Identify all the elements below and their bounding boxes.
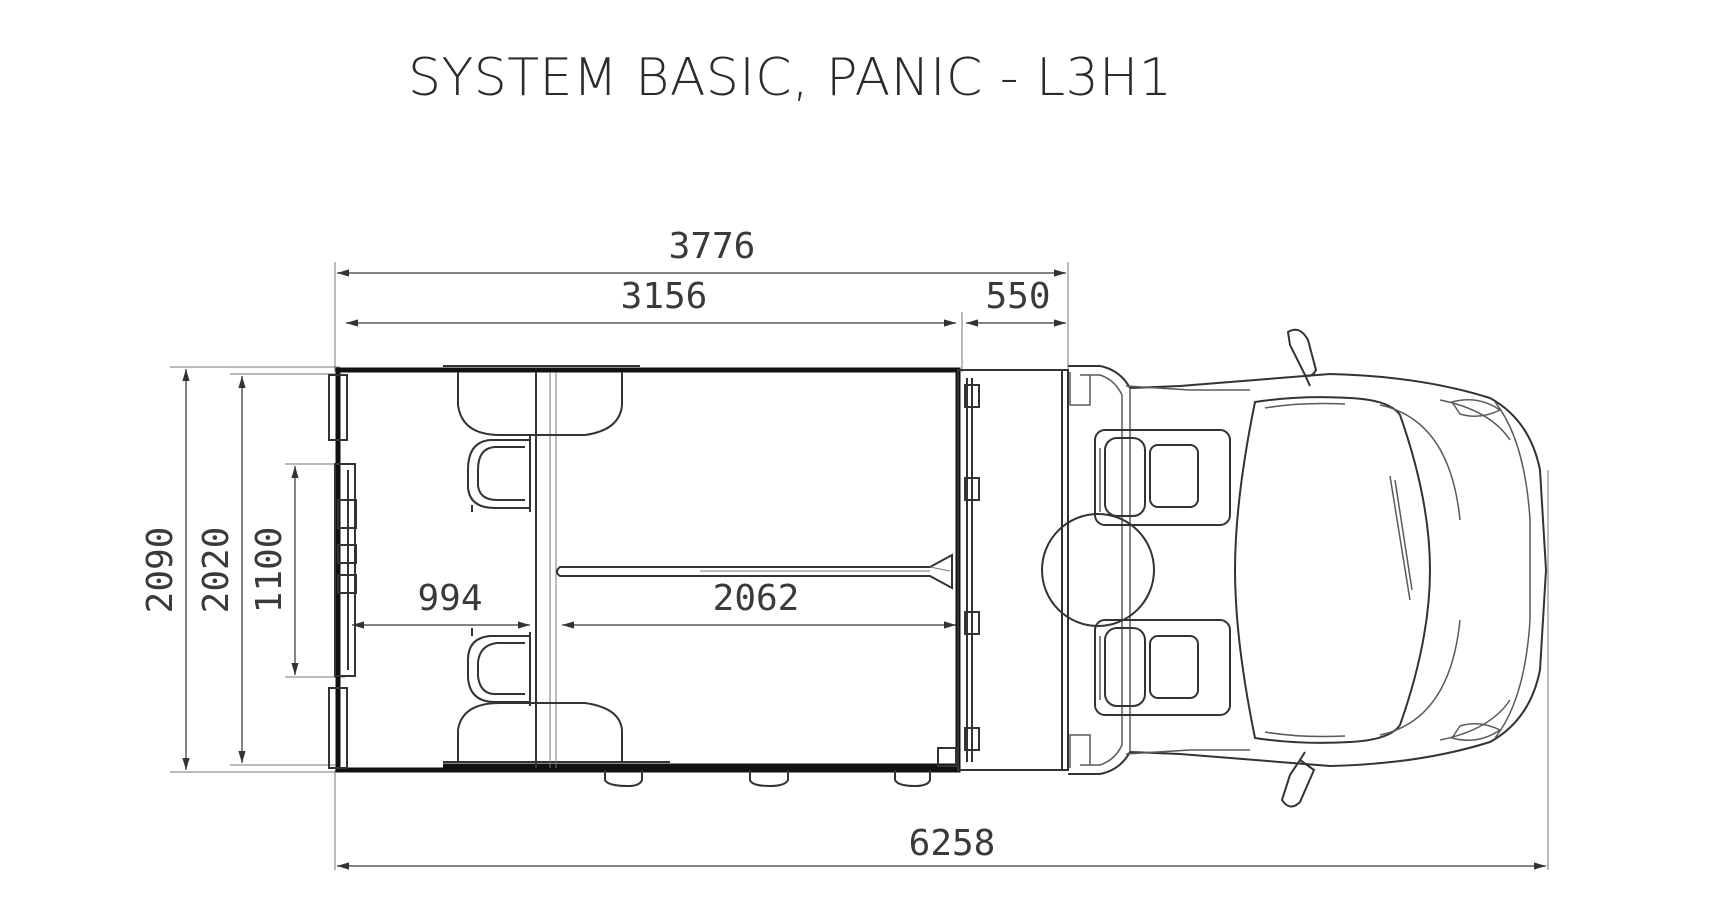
- cab-seat-top: [1094, 429, 1231, 526]
- bulkhead-partition: [937, 369, 1069, 771]
- dimension-cargo-floor-length: 3156: [346, 276, 956, 327]
- dimension-overall-cargo-length: 3776: [337, 226, 1066, 277]
- dimension-rear-seat-distance: 994: [352, 578, 530, 629]
- rear-seat-top: [467, 436, 531, 512]
- rear-doors: [328, 374, 357, 769]
- dimension-cab-offset: 550: [966, 276, 1066, 327]
- dim-label-3776: 3776: [669, 226, 756, 267]
- wheel-arch-top: [457, 372, 623, 436]
- dim-label-3156: 3156: [621, 276, 708, 317]
- dimension-overall-length: 6258: [337, 823, 1546, 870]
- drawing-title: SYSTEM BASIC, PANIC - L3H1: [408, 48, 1173, 108]
- underbody-tabs: [604, 770, 931, 788]
- cab-door-bottom: [1069, 734, 1250, 768]
- dim-label-994: 994: [417, 578, 482, 619]
- bench-rail: [556, 553, 953, 590]
- rear-seat-bottom: [467, 628, 531, 706]
- cab-outline: [1068, 365, 1548, 775]
- dim-label-1100: 1100: [249, 527, 290, 614]
- dim-label-2090: 2090: [140, 527, 181, 614]
- wheel-arch-bottom: [457, 702, 623, 762]
- dim-label-2062: 2062: [713, 578, 800, 619]
- dimension-bench-length: 2062: [562, 578, 956, 629]
- mirror-bottom: [1280, 751, 1316, 808]
- dim-label-550: 550: [985, 276, 1050, 317]
- dim-label-6258: 6258: [909, 823, 996, 864]
- dimension-door-opening-width: 1100: [249, 466, 299, 675]
- dimension-interior-width: 2020: [196, 376, 246, 763]
- headlight-top: [1450, 399, 1502, 417]
- center-pass-through: [1041, 513, 1155, 627]
- dim-label-2020: 2020: [196, 527, 237, 614]
- headlight-bottom: [1450, 723, 1502, 741]
- mirror-top: [1286, 328, 1318, 387]
- dimension-overall-width: 2090: [140, 369, 190, 770]
- cab-door-top: [1069, 372, 1250, 406]
- cab-seat-bottom: [1094, 619, 1231, 716]
